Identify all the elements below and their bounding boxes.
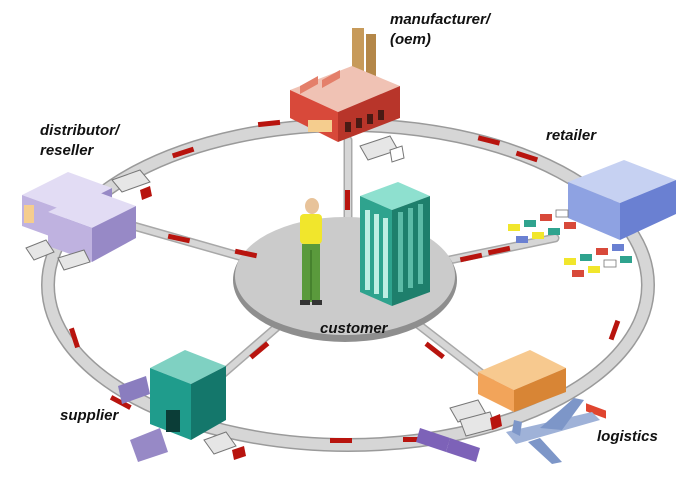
store-icon bbox=[568, 160, 676, 419]
flow-arrow bbox=[249, 341, 270, 360]
distributor-label-line1: distributor/ bbox=[40, 122, 121, 139]
flow-arrow bbox=[459, 252, 483, 263]
flow-arrow bbox=[171, 146, 195, 159]
customer-label: customer bbox=[320, 320, 389, 337]
logistics-label: logistics bbox=[597, 428, 658, 445]
flow-arrow bbox=[403, 437, 425, 442]
flow-arrow bbox=[69, 327, 80, 349]
flow-arrow bbox=[515, 150, 539, 163]
flow-arrow bbox=[167, 233, 191, 244]
flow-arrow bbox=[345, 190, 350, 210]
warehouse-icon bbox=[22, 169, 152, 271]
distributor-label-line2: reseller bbox=[40, 142, 95, 159]
manufacturer-label-line1: manufacturer/ bbox=[390, 11, 492, 28]
factory-icon bbox=[290, 28, 405, 163]
office-tower-icon bbox=[360, 182, 430, 306]
flow-arrow bbox=[257, 119, 281, 128]
flow-arrow bbox=[109, 395, 132, 410]
logistics-warehouse-icon bbox=[478, 350, 566, 412]
person-icon bbox=[300, 198, 322, 305]
flow-arrow bbox=[424, 341, 445, 360]
flow-arrow bbox=[608, 319, 621, 341]
train-icon bbox=[416, 428, 480, 462]
manufacturer-label-line2: (oem) bbox=[390, 31, 431, 48]
retailer-label: retailer bbox=[546, 127, 597, 144]
airplane-icon bbox=[506, 398, 600, 464]
flow-arrow bbox=[477, 135, 501, 146]
truck-icon bbox=[449, 399, 502, 437]
flow-arrow bbox=[487, 245, 511, 256]
flow-arrow bbox=[234, 248, 258, 259]
supplier-building-icon bbox=[118, 350, 246, 462]
parking-lot-cars bbox=[508, 209, 632, 277]
flow-arrows bbox=[69, 119, 621, 443]
flow-arrow bbox=[330, 438, 352, 443]
supplier-label: supplier bbox=[60, 407, 120, 424]
